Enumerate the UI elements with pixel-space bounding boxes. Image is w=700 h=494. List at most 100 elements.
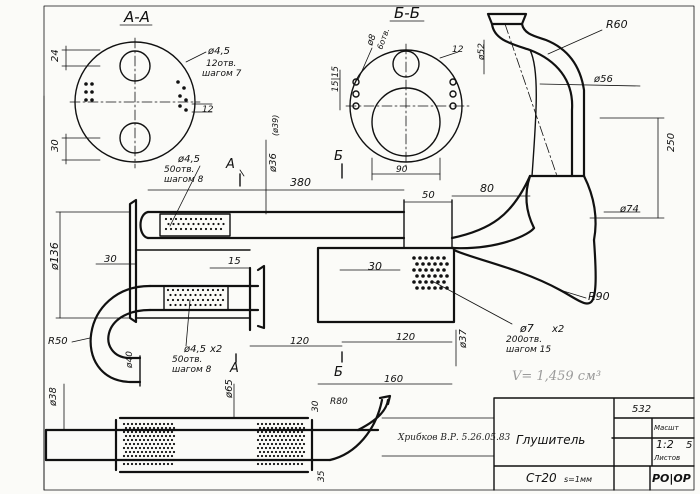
- perforation-hole: [162, 438, 166, 442]
- perforation-hole: [162, 462, 166, 466]
- perforation-hole: [268, 422, 272, 426]
- lower-note-x2: x2: [209, 344, 222, 355]
- perforation-hole: [276, 422, 280, 426]
- perforation-hole: [142, 430, 146, 434]
- section-aa-dim-left: 30: [50, 139, 61, 152]
- perforation-hole: [204, 293, 207, 297]
- perforation-hole: [430, 268, 434, 272]
- perforation-hole: [258, 426, 262, 430]
- perforation-hole: [199, 303, 202, 307]
- perforation-hole: [148, 426, 152, 430]
- perforation-hole: [132, 458, 136, 462]
- perforation-hole: [124, 458, 128, 462]
- perforation-hole: [124, 442, 128, 446]
- exhaust-elbow: R60 ø52 ø56 250 ø74: [477, 12, 677, 242]
- dim-120-right: 120: [396, 332, 415, 343]
- perforation-hole: [158, 438, 162, 442]
- perforation-hole: [272, 454, 276, 458]
- perforation-hole: [152, 426, 156, 430]
- dim-39: (ø39): [271, 115, 280, 136]
- part-name: Глушитель: [516, 433, 585, 447]
- perforation-hole: [204, 227, 208, 231]
- perforation-hole: [216, 288, 220, 292]
- section-aa-hole-note-3: шагом 7: [202, 69, 242, 79]
- perforation-hole: [284, 454, 288, 458]
- perforation-hole: [211, 298, 215, 302]
- perforation-hole: [168, 426, 172, 430]
- perforation-hole: [136, 434, 140, 438]
- perforation-hole: [268, 438, 272, 442]
- perforation-hole: [298, 442, 302, 446]
- perforation-hole: [282, 442, 286, 446]
- perforation-hole: [270, 450, 274, 454]
- perforation-hole: [122, 438, 126, 442]
- perforation-hole: [158, 454, 162, 458]
- perforation-hole: [260, 438, 264, 442]
- perforation-hole: [433, 274, 437, 278]
- perforation-hole: [156, 426, 160, 430]
- perforation-hole: [256, 446, 260, 450]
- perforation-hole: [258, 434, 262, 438]
- section-aa-dim-pitch: 12: [202, 105, 214, 115]
- perforation-hole: [278, 450, 282, 454]
- perforation-hole: [274, 426, 278, 430]
- perforation-hole: [276, 438, 280, 442]
- lower-perforated-zone: [163, 285, 229, 311]
- perforation-hole: [166, 288, 170, 292]
- perforation-hole: [148, 434, 152, 438]
- perforation-hole: [170, 430, 174, 434]
- perforation-hole: [300, 446, 304, 450]
- perforation-hole: [140, 434, 144, 438]
- bottom-dim-35: 35: [317, 470, 327, 482]
- perforation-hole: [130, 430, 134, 434]
- perforation-hole: [445, 262, 449, 266]
- perforation-hole: [179, 227, 183, 231]
- perforation-hole: [424, 256, 428, 260]
- perforation-hole: [122, 430, 126, 434]
- perforation-hole: [415, 274, 419, 278]
- perforation-hole: [268, 462, 272, 466]
- perforation-hole: [424, 268, 428, 272]
- perforation-hole: [166, 454, 170, 458]
- perforation-hole: [274, 442, 278, 446]
- perforation-hole: [144, 442, 148, 446]
- right-perforation-dots: [412, 256, 449, 290]
- perforation-hole: [150, 422, 154, 426]
- perforation-hole: [418, 256, 422, 260]
- perforation-hole: [154, 454, 158, 458]
- perforation-hole: [170, 438, 174, 442]
- perforation-hole: [158, 462, 162, 466]
- perforation-hole: [166, 298, 170, 302]
- perforation-hole: [290, 450, 294, 454]
- perforation-hole: [201, 298, 205, 302]
- perforation-hole: [134, 454, 138, 458]
- perforation-hole: [439, 274, 443, 278]
- perforation-hole: [158, 422, 162, 426]
- perforation-hole: [166, 438, 170, 442]
- section-mark-a-bottom: А: [229, 361, 239, 376]
- perforation-hole: [138, 438, 142, 442]
- lower-note-1: ø4,5: [183, 344, 206, 355]
- perforation-hole: [300, 422, 304, 426]
- perforation-hole: [170, 462, 174, 466]
- perforation-hole: [292, 430, 296, 434]
- perforation-hole: [284, 446, 288, 450]
- section-bb-dim-side: 15|15: [331, 66, 341, 92]
- perforation-hole: [181, 288, 185, 292]
- perforation-hole: [179, 217, 183, 221]
- perforation-hole: [296, 454, 300, 458]
- perforation-hole: [162, 422, 166, 426]
- perforation-hole: [132, 426, 136, 430]
- perforation-hole: [280, 446, 284, 450]
- perforation-hole: [152, 442, 156, 446]
- section-bb: Б-Б ø8 6отв. 15|15 12 90: [331, 4, 471, 181]
- elbow-dim-250: 250: [666, 133, 677, 152]
- upper-note-3: шагом 8: [164, 175, 204, 185]
- perforation-hole: [142, 422, 146, 426]
- perforation-hole: [256, 430, 260, 434]
- section-mark-b-bottom: Б: [334, 365, 343, 380]
- elbow-dim-r60: R60: [606, 18, 628, 31]
- perforation-hole: [136, 442, 140, 446]
- perforation-hole: [278, 434, 282, 438]
- perforation-hole: [280, 462, 284, 466]
